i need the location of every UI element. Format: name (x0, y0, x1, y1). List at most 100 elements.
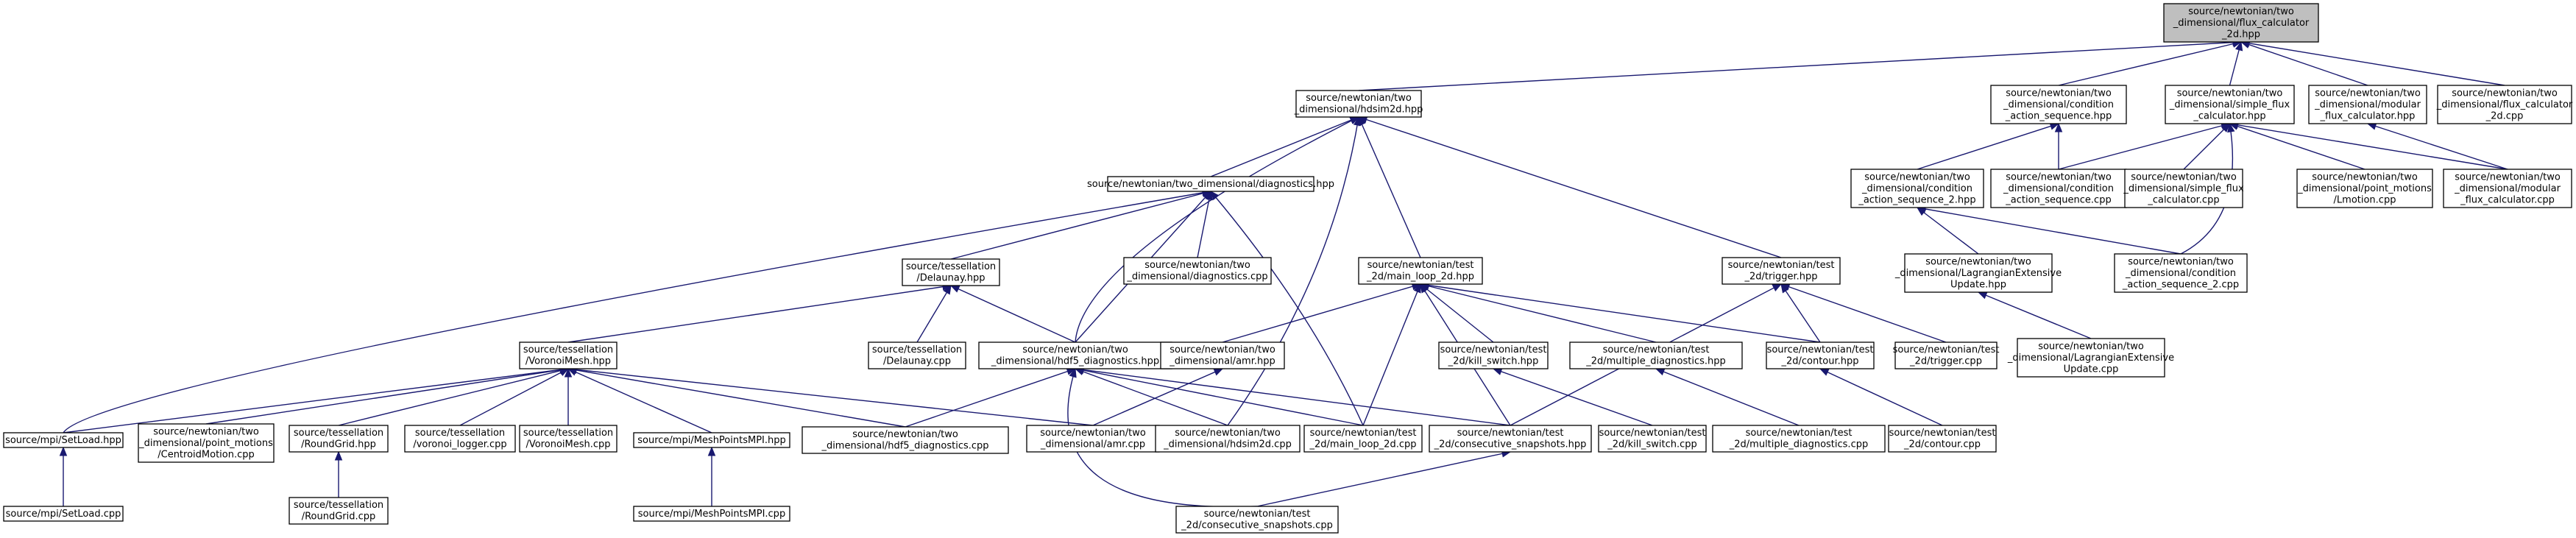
node-box (1123, 257, 1272, 285)
node-cond-seq2-hpp[interactable]: source/newtonian/two_dimensional/conditi… (1850, 169, 1984, 208)
edge-simple-flux-hpp-to-lmotion-cpp (2229, 122, 2366, 170)
node-meshpoints-hpp[interactable]: source/mpi/MeshPointsMPI.hpp (633, 432, 790, 448)
node-hdsim2d[interactable]: source/newtonian/two_dimensional/hdsim2d… (1294, 90, 1423, 118)
node-main-loop-cpp[interactable]: source/newtonian/test_2d/main_loop_2d.cp… (1303, 425, 1423, 453)
node-flux-calc[interactable]: source/newtonian/two_dimensional/flux_ca… (2163, 3, 2319, 43)
node-roundgrid-cpp[interactable]: source/tessellation/RoundGrid.cpp (289, 497, 389, 525)
node-box (1990, 169, 2127, 208)
node-label-line: _2d/multiple_diagnostics.cpp (1729, 439, 1868, 450)
node-consec-cpp[interactable]: source/newtonian/test_2d/consecutive_sna… (1175, 506, 1339, 534)
node-label-line: _dimensional/simple_flux (2123, 183, 2244, 194)
node-label-line: _action_sequence.hpp (2005, 110, 2112, 121)
edge-hdsim2d-to-main-loop-hpp (1358, 116, 1421, 258)
node-lagr-hpp[interactable]: source/newtonian/two_dimensional/Lagrang… (1894, 253, 2062, 293)
node-label-line: _2d/trigger.cpp (1909, 356, 1982, 367)
node-cond-seq-hpp[interactable]: source/newtonian/two_dimensional/conditi… (1990, 85, 2127, 124)
node-amr-cpp[interactable]: source/newtonian/two_dimensional/amr.cpp (1026, 425, 1160, 453)
node-label-line: _2d/consecutive_snapshots.hpp (1434, 439, 1587, 450)
node-label-line: _dimensional/simple_flux (2169, 99, 2290, 110)
edge-main-loop-hpp-to-main-loop-cpp (1362, 283, 1421, 426)
node-lagr-cpp[interactable]: source/newtonian/two_dimensional/Lagrang… (2007, 338, 2174, 378)
node-roundgrid-hpp[interactable]: source/tessellation/RoundGrid.hpp (289, 425, 389, 453)
node-cond-seq2-cpp[interactable]: source/newtonian/two_dimensional/conditi… (2114, 253, 2248, 293)
node-delaunay-hpp[interactable]: source/tessellation/Delaunay.hpp (902, 258, 1000, 286)
node-label-line: source/newtonian/two (1864, 171, 1970, 183)
node-simple-flux-hpp[interactable]: source/newtonian/two_dimensional/simple_… (2165, 85, 2295, 124)
node-diagnostics-hpp[interactable]: source/newtonian/two_dimensional/diagnos… (1087, 176, 1334, 192)
node-box (404, 425, 516, 453)
edge-cond-seq-hpp-to-cond-seq-cpp (2054, 122, 2063, 169)
node-label-line: source/newtonian/two (153, 426, 259, 437)
node-voronoi-cpp[interactable]: source/tessellation/VoronoiMesh.cpp (519, 425, 618, 453)
node-label-line: source/newtonian/test (1367, 260, 1474, 271)
edge-voronoi-hpp-to-hdf5-cpp (567, 366, 906, 428)
node-box (2296, 169, 2433, 208)
edge-diagnostics-hpp-to-diagnostics-cpp (1197, 190, 1213, 258)
node-setload-hpp[interactable]: source/mpi/SetLoad.hpp (3, 432, 124, 448)
node-box (1429, 425, 1592, 453)
node-contour-hpp[interactable]: source/newtonian/test_2d/contour.hpp (1766, 341, 1875, 369)
node-kill-switch-cpp[interactable]: source/newtonian/test_2d/kill_switch.cpp (1598, 425, 1707, 453)
node-label-line: _2d/contour.cpp (1903, 439, 1981, 450)
node-kill-switch-hpp[interactable]: source/newtonian/test_2d/kill_switch.hpp (1438, 341, 1549, 369)
node-hdf5-hpp[interactable]: source/newtonian/two_dimensional/hdf5_di… (978, 341, 1172, 369)
node-label-line: _dimensional/LagrangianExtensive (2007, 353, 2174, 364)
node-main-loop-hpp[interactable]: source/newtonian/test_2d/main_loop_2d.hp… (1358, 257, 1483, 285)
node-meshpoints-cpp[interactable]: source/mpi/MeshPointsMPI.cpp (633, 506, 790, 522)
node-label-line: _dimensional/hdf5_diagnostics.cpp (821, 441, 988, 452)
edge-flux-calc-to-flux-calc-cpp (2240, 39, 2505, 86)
edge-delaunay-hpp-to-voronoi-hpp (567, 283, 952, 343)
edge-hdf5-hpp-to-main-loop-cpp (1074, 367, 1364, 426)
edge-amr-hpp-to-amr-cpp (1092, 368, 1224, 426)
node-label-line: /Delaunay.hpp (916, 273, 985, 284)
node-label-line: source/newtonian/two (2452, 88, 2558, 99)
node-modular-flux-cpp[interactable]: source/newtonian/two_dimensional/modular… (2443, 169, 2572, 208)
node-box (1358, 257, 1483, 285)
node-delaunay-cpp[interactable]: source/tessellation/Delaunay.cpp (868, 341, 966, 369)
node-label-line: source/newtonian/two (2188, 6, 2294, 17)
node-voronoi-logger-cpp[interactable]: source/tessellation/voronoi_logger.cpp (404, 425, 516, 453)
node-label-line: source/newtonian/test (1457, 428, 1564, 439)
node-flux-calc-cpp[interactable]: source/newtonian/two_dimensional/flux_ca… (2436, 85, 2573, 124)
node-hdsim2d-cpp[interactable]: source/newtonian/two_dimensional/hdsim2d… (1155, 425, 1301, 453)
node-modular-flux-hpp[interactable]: source/newtonian/two_dimensional/modular… (2308, 85, 2427, 124)
node-trigger-hpp[interactable]: source/newtonian/test_2d/trigger.hpp (1722, 257, 1841, 285)
node-consec-hpp[interactable]: source/newtonian/test_2d/consecutive_sna… (1429, 425, 1592, 453)
node-box (1026, 425, 1160, 453)
edge-hdsim2d-to-trigger-hpp (1357, 116, 1782, 258)
edge-roundgrid-hpp-to-roundgrid-cpp (334, 450, 343, 498)
node-multi-diag-cpp[interactable]: source/newtonian/test_2d/multiple_diagno… (1712, 425, 1886, 453)
node-cond-seq-cpp[interactable]: source/newtonian/two_dimensional/conditi… (1990, 169, 2127, 208)
edge-voronoi-hpp-to-amr-cpp (567, 366, 1094, 426)
node-hdf5-cpp[interactable]: source/newtonian/two_dimensional/hdf5_di… (802, 426, 1009, 454)
node-trigger-cpp[interactable]: source/newtonian/test_2d/trigger.cpp (1893, 341, 2000, 369)
node-label-line: _dimensional/condition (2003, 99, 2114, 110)
edge-flux-calc-to-hdsim2d (1358, 38, 2243, 91)
edge-modular-flux-hpp-to-modular-flux-cpp (2366, 122, 2508, 170)
node-lmotion-cpp[interactable]: source/newtonian/two_dimensional/point_m… (2296, 169, 2433, 208)
node-amr-hpp[interactable]: source/newtonian/two_dimensional/amr.hpp (1160, 341, 1285, 369)
node-label-line: _dimensional/hdsim2d.cpp (1163, 439, 1292, 450)
node-box (1107, 176, 1314, 192)
edge-cond-seq2-hpp-to-cond-seq2-cpp (1916, 205, 2182, 255)
node-label-line: source/newtonian/test (1893, 344, 2000, 355)
node-label-line: _2d.hpp (2221, 29, 2260, 40)
node-voronoi-hpp[interactable]: source/tessellation/VoronoiMesh.hpp (519, 341, 618, 369)
node-label-line: _action_sequence.cpp (2005, 194, 2111, 205)
node-multi-diag-hpp[interactable]: source/newtonian/test_2d/multiple_diagno… (1569, 341, 1743, 369)
node-label-line: source/newtonian/test (1728, 260, 1835, 271)
node-box (633, 432, 790, 448)
node-diagnostics-cpp[interactable]: source/newtonian/two_dimensional/diagnos… (1123, 257, 1272, 285)
node-label-line: _dimensional/condition (1861, 183, 1972, 194)
node-setload-cpp[interactable]: source/mpi/SetLoad.cpp (3, 506, 124, 522)
node-label-line: source/newtonian/two (1925, 256, 2031, 267)
node-box (1766, 341, 1875, 369)
node-label-line: source/tessellation (523, 428, 613, 439)
edge-voronoi-hpp-to-roundgrid-hpp (338, 367, 570, 426)
node-contour-cpp[interactable]: source/newtonian/test_2d/contour.cpp (1888, 425, 1997, 453)
node-label-line: _2d/kill_switch.cpp (1607, 439, 1697, 450)
node-simple-flux-cpp[interactable]: source/newtonian/two_dimensional/simple_… (2123, 169, 2244, 208)
node-box (289, 497, 389, 525)
node-centroid-cpp[interactable]: source/newtonian/two_dimensional/point_m… (138, 423, 275, 463)
edge-trigger-hpp-to-trigger-cpp (1780, 283, 1947, 343)
